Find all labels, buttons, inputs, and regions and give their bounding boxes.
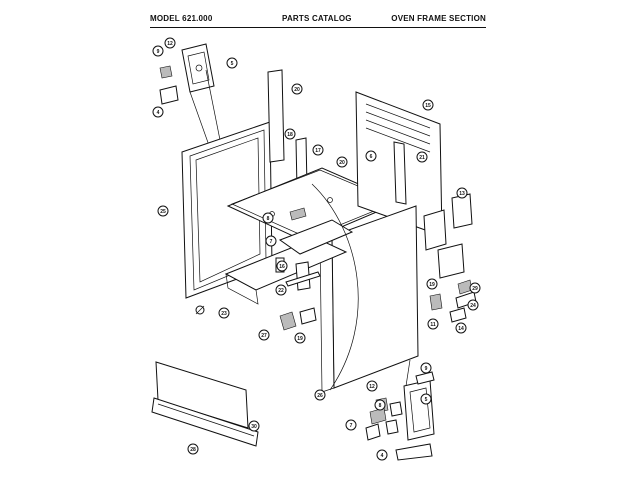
callout-label: 8 — [379, 403, 382, 409]
callout-label: 8 — [267, 216, 270, 222]
callout-label: 29 — [472, 286, 478, 292]
callout-c13: 8 — [262, 212, 274, 224]
callout-label: 9 — [425, 366, 428, 372]
callout-label: 12 — [369, 384, 375, 390]
callout-label: 30 — [251, 424, 257, 430]
callout-label: 5 — [231, 61, 234, 67]
leader-arc — [311, 183, 359, 391]
callout-c21: 23 — [218, 307, 230, 319]
callout-label: 7 — [270, 239, 273, 245]
callout-c18: 27 — [258, 329, 270, 341]
header-rule — [150, 27, 486, 28]
callout-c8: 17 — [312, 144, 324, 156]
callout-c12: 25 — [157, 205, 169, 217]
section-title: OVEN FRAME SECTION — [391, 14, 486, 23]
callout-c19: 19 — [294, 332, 306, 344]
callout-label: 19 — [429, 282, 435, 288]
callout-label: 6 — [370, 154, 373, 160]
callout-label: 20 — [294, 87, 300, 93]
callout-group: 9 12 5 4 20 15 18 17 20 6 21 25 8 7 13 16 22 27 19 19 23 29 24… — [152, 37, 481, 461]
callout-c25: 14 — [455, 322, 467, 334]
callout-label: 11 — [430, 322, 436, 328]
callout-c7: 18 — [284, 128, 296, 140]
callout-label: 9 — [157, 49, 160, 55]
bracket-assembly-bottom — [365, 359, 435, 461]
callout-c30: 8 — [374, 399, 386, 411]
callout-label: 27 — [261, 333, 267, 339]
loose-parts-right — [429, 193, 477, 323]
callout-label: 4 — [157, 110, 160, 116]
callout-c15: 13 — [456, 187, 468, 199]
callout-label: 5 — [425, 397, 428, 403]
callout-c14: 7 — [265, 235, 277, 247]
callout-label: 17 — [315, 148, 321, 154]
catalog-title: PARTS CATALOG — [282, 14, 352, 23]
oven-side-panel-left — [181, 121, 273, 299]
callout-label: 26 — [317, 393, 323, 399]
callout-c3: 5 — [226, 57, 238, 69]
callout-c17: 22 — [275, 284, 287, 296]
callout-label: 4 — [381, 453, 384, 459]
callout-c11: 21 — [416, 151, 428, 163]
oven-side-wall-right — [319, 205, 465, 393]
model-number: MODEL 621.000 — [150, 14, 213, 23]
callout-label: 28 — [190, 447, 196, 453]
callout-c28: 12 — [366, 380, 378, 392]
callout-label: 15 — [425, 103, 431, 109]
callout-c16: 16 — [276, 260, 288, 272]
callout-c27: 9 — [420, 362, 432, 374]
callout-c2: 12 — [164, 37, 176, 49]
callout-c32: 4 — [376, 449, 388, 461]
callout-label: 24 — [470, 303, 476, 309]
callout-label: 7 — [350, 423, 353, 429]
callout-label: 23 — [221, 311, 227, 317]
callout-c26: 26 — [314, 389, 326, 401]
callout-c24: 11 — [427, 318, 439, 330]
callout-c22: 29 — [469, 282, 481, 294]
callout-label: 22 — [278, 288, 284, 294]
oven-rear-panel — [355, 91, 443, 237]
callout-c1: 9 — [152, 45, 164, 57]
callout-c34: 30 — [248, 420, 260, 432]
callout-c23: 24 — [467, 299, 479, 311]
callout-c29: 5 — [420, 393, 432, 405]
callout-label: 12 — [167, 41, 173, 47]
callout-c20: 19 — [426, 278, 438, 290]
callout-label: 19 — [297, 336, 303, 342]
callout-c33: 28 — [187, 443, 199, 455]
callout-label: 18 — [287, 132, 293, 138]
callout-label: 21 — [419, 155, 425, 161]
callout-c31: 7 — [345, 419, 357, 431]
callout-label: 13 — [459, 191, 465, 197]
callout-label: 20 — [339, 160, 345, 166]
callout-label: 25 — [160, 209, 166, 215]
callout-c4: 4 — [152, 106, 164, 118]
kick-panel — [151, 361, 259, 447]
catalog-header: MODEL 621.000 PARTS CATALOG OVEN FRAME S… — [150, 14, 486, 28]
callout-label: 16 — [279, 264, 285, 270]
callout-c10: 6 — [365, 150, 377, 162]
callout-label: 14 — [458, 326, 464, 332]
callout-c5: 20 — [291, 83, 303, 95]
callout-c9: 20 — [336, 156, 348, 168]
callout-c6: 15 — [422, 99, 434, 111]
